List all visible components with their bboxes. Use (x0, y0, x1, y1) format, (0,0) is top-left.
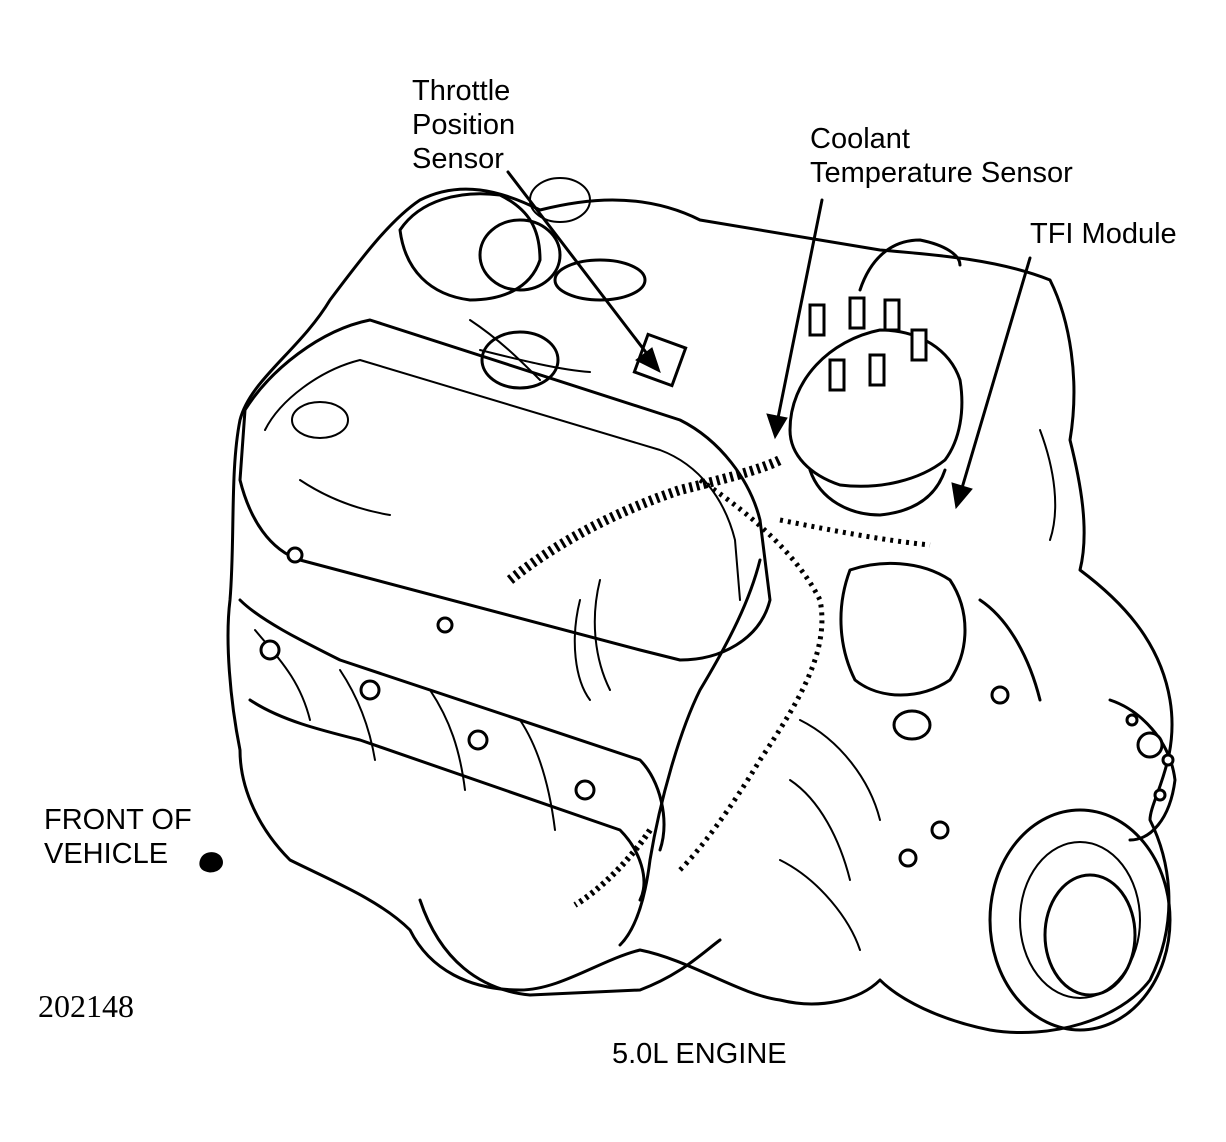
tfi-module-pointer (951, 256, 1032, 510)
label-front-of-vehicle: FRONT OF VEHICLE (44, 803, 192, 871)
label-coolant-temperature-sensor: Coolant Temperature Sensor (810, 122, 1073, 190)
distributor (788, 238, 964, 517)
label-tfi-module: TFI Module (1030, 218, 1177, 250)
engine-block-outline (226, 187, 1174, 1034)
label-line: Throttle (412, 75, 511, 107)
wiring-harness (506, 455, 931, 908)
label-throttle-position-sensor: Throttle Position Sensor (412, 74, 515, 176)
label-line: VEHICLE (44, 838, 169, 870)
crank-pulley (988, 698, 1177, 1032)
label-line: Temperature Sensor (810, 157, 1073, 189)
dipstick-tube (618, 558, 762, 947)
label-line: Coolant (810, 123, 910, 155)
label-line: Position (412, 109, 516, 141)
engine-caption: 5.0L ENGINE (612, 1038, 787, 1070)
throttle-body (398, 177, 688, 390)
front-marker (199, 852, 223, 873)
accessory-bracket (779, 429, 1057, 951)
valve-cover (238, 318, 772, 701)
water-pump (839, 562, 1042, 868)
exhaust-manifold (238, 546, 666, 902)
label-line: Sensor (412, 143, 504, 175)
throttle-position-sensor-pointer (506, 170, 661, 373)
figure-number: 202148 (38, 988, 134, 1024)
coolant-temperature-sensor-pointer (766, 198, 824, 440)
label-line: FRONT OF (44, 804, 192, 836)
oil-pan (418, 898, 722, 997)
